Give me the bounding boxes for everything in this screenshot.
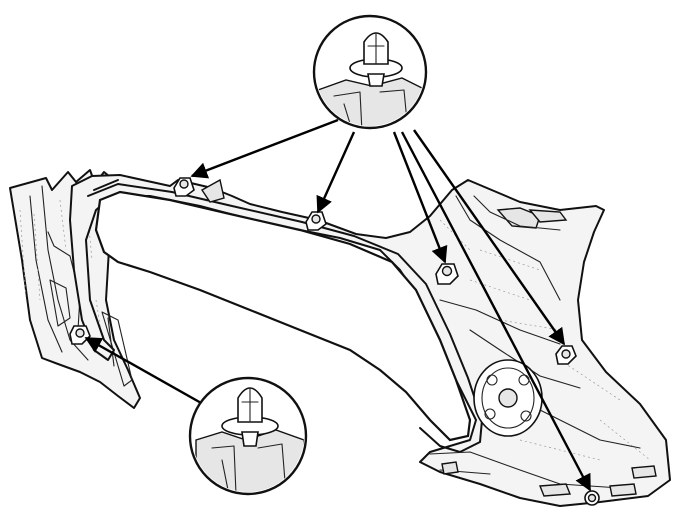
clip-bottom-right bbox=[584, 490, 600, 506]
arrow-to-clip-bottom-right bbox=[400, 131, 592, 492]
clip-right-upper bbox=[435, 263, 459, 285]
lower-clip-detail bbox=[188, 376, 308, 496]
arrow-to-clip-left-pillar bbox=[84, 336, 211, 410]
clip-top-middle bbox=[305, 211, 327, 231]
arrow-to-clip-top-middle bbox=[316, 131, 356, 214]
clip-top-left bbox=[173, 177, 195, 197]
speaker-grille bbox=[473, 359, 543, 437]
push-clip-icon bbox=[221, 387, 279, 447]
quarter-trim-panel bbox=[69, 174, 671, 507]
top-tab bbox=[200, 178, 225, 203]
push-clip-icon bbox=[349, 32, 403, 87]
arrow-to-clip-right-lower bbox=[413, 129, 565, 346]
arrow-to-clip-right-upper bbox=[392, 131, 448, 264]
leader-arrows bbox=[84, 118, 592, 492]
clip-right-lower bbox=[555, 345, 577, 365]
arrow-to-clip-top-left bbox=[190, 118, 339, 179]
